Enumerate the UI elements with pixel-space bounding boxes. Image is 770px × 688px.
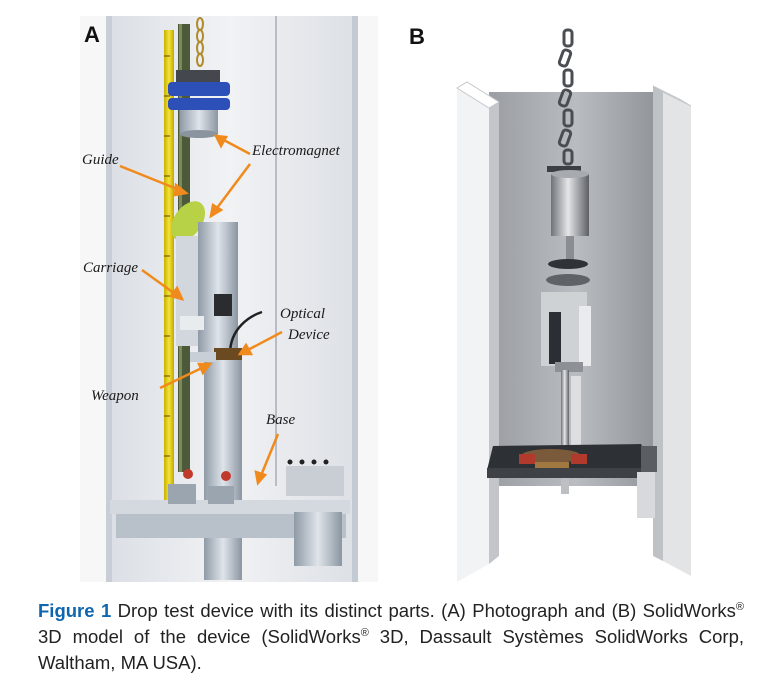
panel-a-photograph: A Guide Electromagnet Carriage Optical D… bbox=[80, 16, 378, 582]
callout-carriage: Carriage bbox=[83, 260, 139, 276]
optical-device bbox=[214, 348, 242, 362]
electromagnet bbox=[168, 70, 230, 138]
registered-mark-1: ® bbox=[735, 600, 744, 613]
photograph-illustration bbox=[80, 16, 378, 582]
optical-cable bbox=[228, 310, 263, 355]
caption-label: Figure 1 bbox=[38, 600, 112, 621]
callout-electromagnet: Electromagnet bbox=[252, 143, 340, 159]
model-weapon bbox=[561, 370, 569, 460]
cabinet-left-wall bbox=[80, 16, 106, 582]
chain bbox=[196, 17, 204, 67]
base bbox=[110, 459, 350, 566]
callout-guide: Guide bbox=[82, 152, 119, 168]
back-wall bbox=[489, 92, 663, 486]
model-electromagnet bbox=[547, 166, 589, 264]
model-base bbox=[487, 444, 657, 518]
cabinet-right-wall bbox=[358, 16, 378, 582]
panel-b-3d-model: B bbox=[401, 16, 702, 582]
callout-weapon: Weapon bbox=[91, 388, 139, 404]
caption-text-3: 3D, Dassault Systèmes SolidWorks Corp, W… bbox=[38, 626, 745, 673]
right-wall bbox=[663, 92, 691, 576]
callout-arrows bbox=[119, 134, 283, 486]
figure-caption: Figure 1 Drop test device with its disti… bbox=[38, 598, 744, 676]
carriage-disc bbox=[170, 201, 206, 241]
panel-a-letter: A bbox=[84, 22, 100, 47]
weapon-plate bbox=[204, 360, 242, 580]
callout-base: Base bbox=[266, 412, 296, 428]
carriage bbox=[176, 222, 238, 352]
registered-mark-2: ® bbox=[360, 626, 369, 639]
callout-optical-line1: Optical bbox=[280, 306, 325, 322]
3d-model-illustration bbox=[456, 28, 692, 582]
callout-optical-line2: Device bbox=[288, 327, 330, 343]
model-chain bbox=[557, 28, 574, 166]
caption-text-2: 3D model of the device (SolidWorks bbox=[38, 626, 361, 647]
left-wall bbox=[489, 102, 499, 564]
model-carriage bbox=[541, 292, 591, 372]
measuring-tape bbox=[164, 30, 174, 500]
panel-b-letter: B bbox=[409, 24, 425, 49]
caption-text-1: Drop test device with its distinct parts… bbox=[111, 600, 736, 621]
model-disc bbox=[548, 259, 588, 269]
